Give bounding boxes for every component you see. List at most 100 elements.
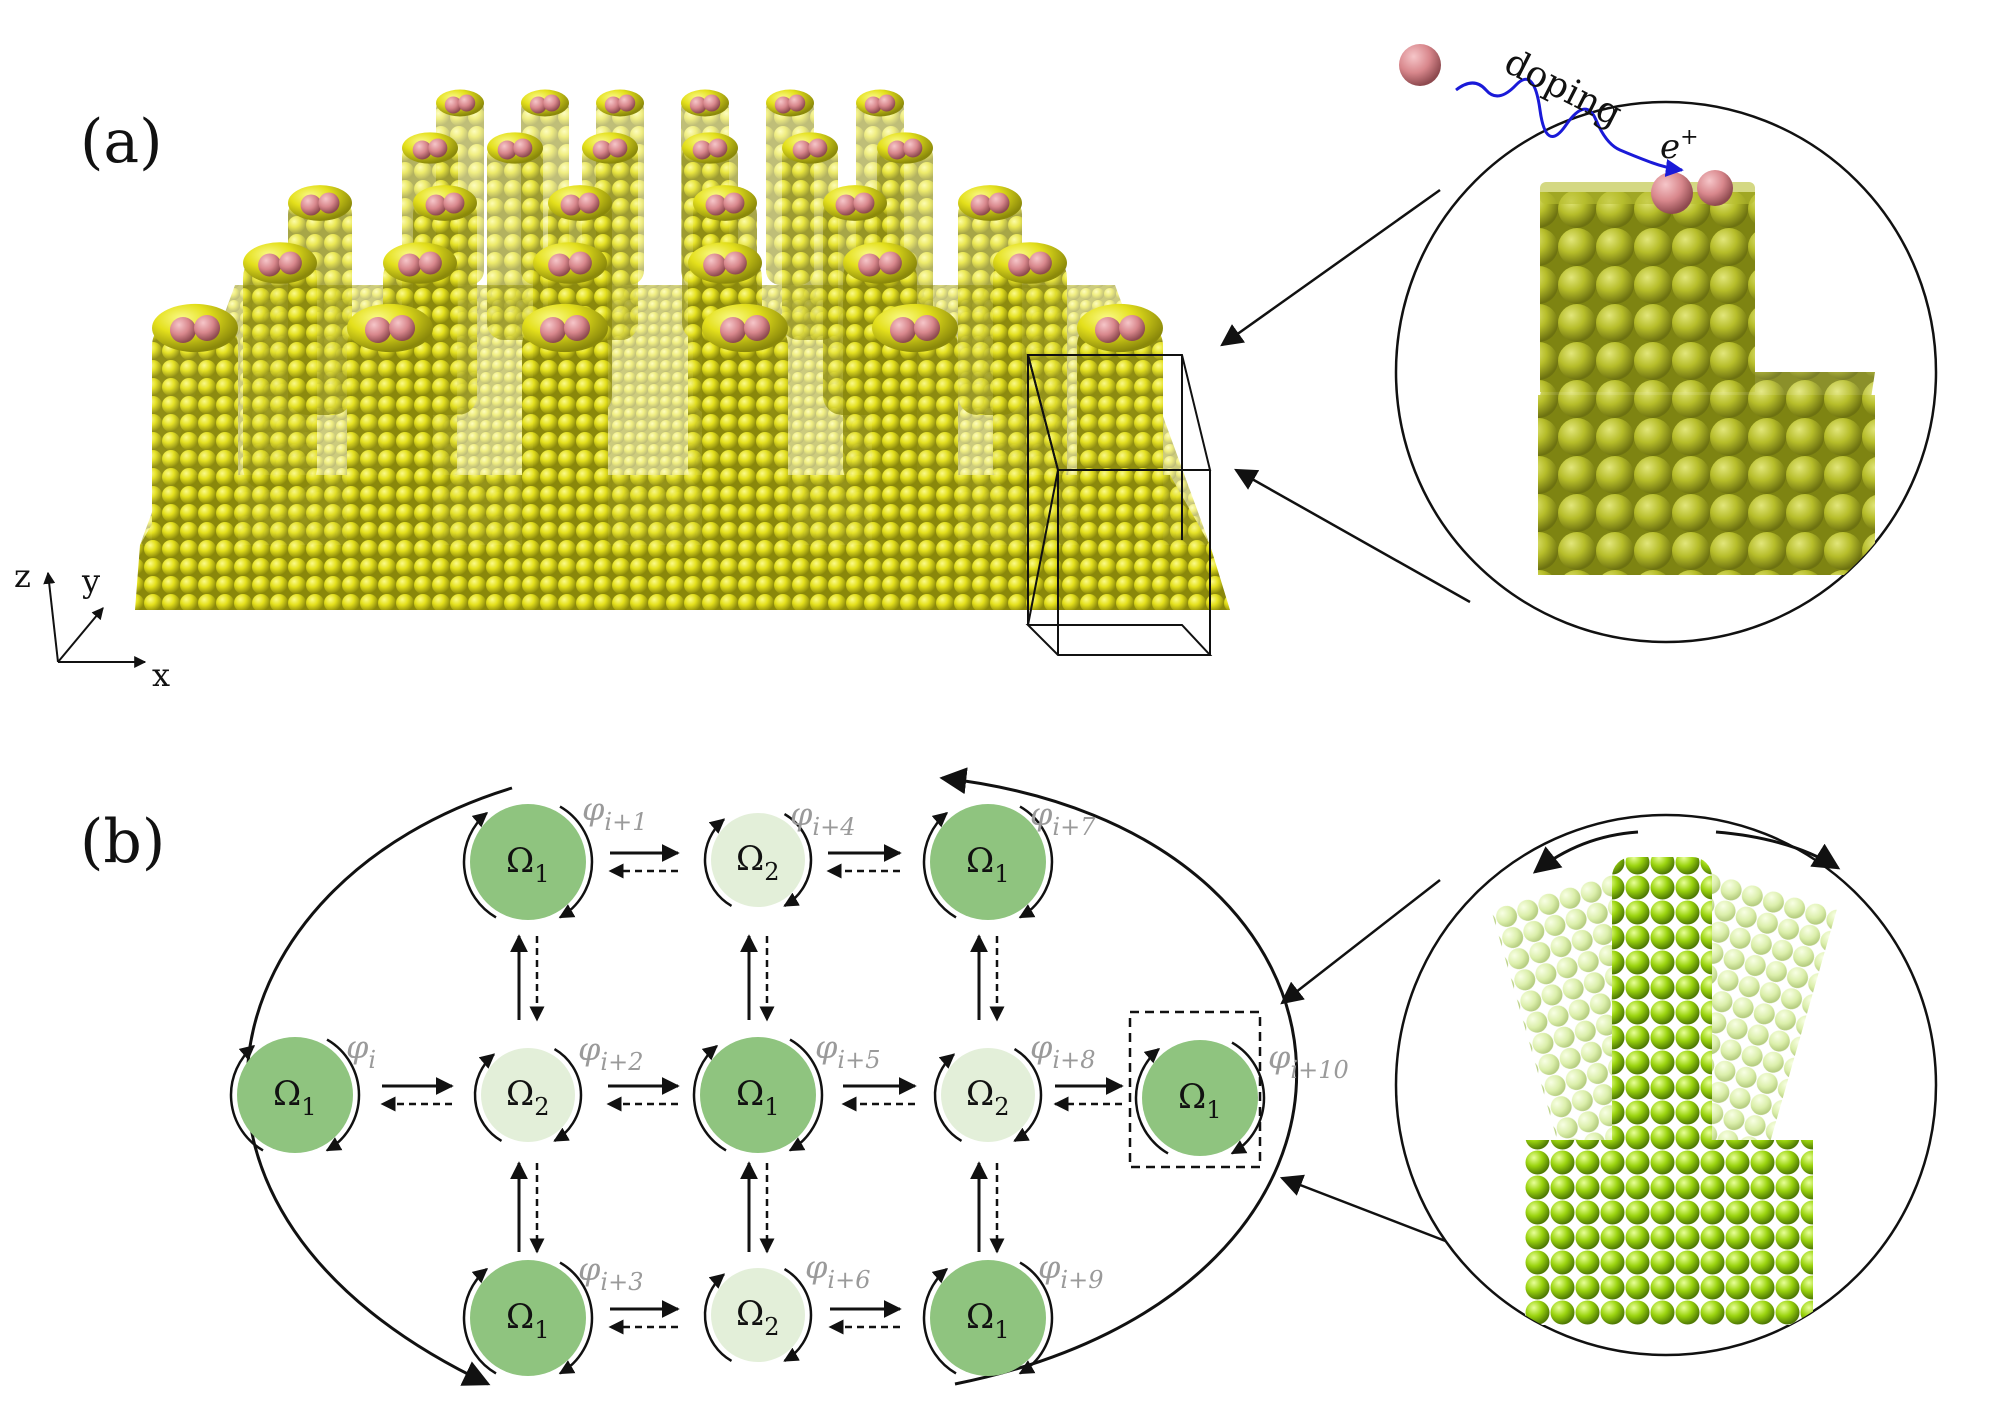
omega-label: Ω2 [736, 1294, 779, 1341]
omega-label: Ω2 [506, 1074, 549, 1121]
rotation-arrow [922, 1268, 957, 1375]
state-node-omega2: Ω2 φi+8 [933, 1028, 1095, 1142]
doping-label: doping [1498, 41, 1628, 135]
omega-label: Ω1 [506, 1297, 549, 1344]
dopant-pair [1008, 251, 1052, 277]
rotation-arrow [1230, 1041, 1266, 1155]
dopant-pair [444, 94, 476, 114]
phi-label: φi+6 [805, 1248, 870, 1294]
omega-label: Ω2 [736, 839, 779, 886]
dopant-pair [864, 94, 896, 114]
nanopillar [872, 303, 958, 570]
zoom-arrow-lower-a [1234, 468, 1471, 604]
dopant-pair [719, 315, 771, 343]
transition-pair [828, 1300, 902, 1335]
dopant-pair [858, 251, 902, 277]
state-node-omega2: Ω2 φi+6 [703, 1248, 870, 1362]
rotation-arrow [462, 812, 497, 919]
omega-label: Ω1 [966, 841, 1009, 888]
nanopillar [152, 303, 238, 570]
dopant-particle [1399, 44, 1441, 86]
single-pillar-closeup [1538, 170, 1875, 575]
rotation-arrow [553, 1048, 583, 1142]
rotation-arrow [933, 1053, 963, 1142]
dopant-pair [497, 138, 533, 160]
dopant-pair [560, 192, 600, 216]
transition-pair [1053, 1077, 1124, 1112]
state-node-omega1: Ω1 φi+3 [462, 1250, 643, 1376]
transition-pair [740, 1161, 775, 1254]
transition-pair [510, 1161, 545, 1254]
omega-label: Ω1 [506, 841, 549, 888]
zoom-arrow-upper-b [1280, 879, 1441, 1005]
dopant-pair [970, 192, 1010, 216]
nanopillar [487, 132, 543, 340]
swing-arrow-right [1715, 830, 1841, 870]
rotation-arrow [1013, 1048, 1043, 1142]
dopant-pair [548, 251, 592, 277]
doping-wave-arrow [1455, 77, 1684, 177]
dopant-pair [412, 138, 448, 160]
nanopillar [1077, 303, 1163, 570]
unit-cell-box [1025, 354, 1213, 656]
transition-pair [606, 1077, 680, 1112]
rotation-arrow [922, 812, 957, 919]
rotation-arrow [558, 1261, 594, 1375]
dopant-atom [1651, 172, 1693, 214]
dopant-pair [592, 138, 628, 160]
phi-label: φi+10 [1268, 1038, 1349, 1084]
cycle-arc-right [939, 767, 1298, 1386]
phi-label: φi [346, 1028, 376, 1074]
nanopillar [347, 303, 433, 570]
transition-pair [970, 934, 1005, 1022]
panel-a-label: (a) [80, 107, 163, 177]
dopant-pair [703, 251, 747, 277]
dopant-pair [792, 138, 828, 160]
dopant-pair [258, 251, 302, 277]
dopant-pair [364, 315, 416, 343]
zoom-arrow-upper-a [1220, 188, 1441, 347]
dopant-pair [887, 138, 923, 160]
state-node-omega1: Ω1 φi+10 [1134, 1038, 1349, 1156]
transition-pair [841, 1077, 917, 1112]
phi-label: φi+1 [582, 790, 647, 836]
pillar-base [1525, 1140, 1813, 1325]
rotation-arrow [692, 1045, 727, 1152]
rotation-arrow [558, 805, 594, 919]
swinging-pillar-closeup [1491, 857, 1838, 1325]
rotation-arrow [325, 1038, 361, 1152]
rotation-arrow [788, 1038, 824, 1152]
nanopillar [702, 303, 788, 570]
phi-label: φi+2 [578, 1030, 643, 1076]
phi-label: φi+4 [790, 795, 855, 841]
dopant-pair [689, 94, 721, 114]
rotation-arrow [1018, 805, 1054, 919]
state-node-omega1: Ω1 φi [229, 1028, 376, 1153]
omega-label: Ω1 [1178, 1077, 1221, 1124]
omega-label: Ω1 [273, 1074, 316, 1121]
rotation-arrow [783, 1268, 813, 1362]
dopant-atom [1697, 170, 1733, 206]
y-axis-label: y [81, 562, 100, 600]
phi-label: φi+8 [1030, 1028, 1095, 1074]
panel-b-label: (b) [80, 807, 165, 877]
selected-node-box [1128, 1010, 1262, 1169]
dopant-pair [705, 192, 745, 216]
dopant-pair [529, 94, 561, 114]
transition-pair [608, 1300, 680, 1335]
rotation-arrow [462, 1268, 497, 1375]
phi-label: φi+3 [578, 1250, 643, 1296]
dopant-pair [774, 94, 806, 114]
x-axis-label: x [152, 656, 170, 694]
dopant-pair [300, 192, 340, 216]
omega-label: Ω1 [966, 1297, 1009, 1344]
dopant-pair [425, 192, 465, 216]
positron-label: e+ [1660, 125, 1699, 167]
transition-pair [826, 844, 902, 879]
omega-label: Ω2 [966, 1074, 1009, 1121]
